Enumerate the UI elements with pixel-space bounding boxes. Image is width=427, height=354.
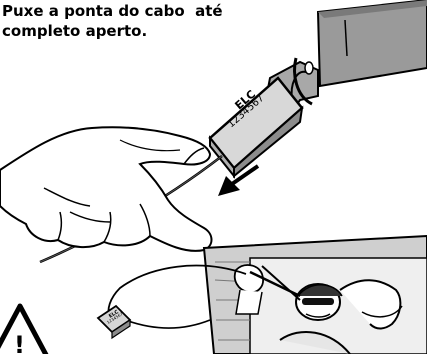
warning-triangle-icon: ! [0,303,49,354]
hand [0,126,213,252]
seal-small: ELC 1234567 [96,304,132,340]
arrow-down-left-icon [218,164,260,196]
warning-symbol: ! [14,331,25,354]
thief-scene [202,234,427,354]
instruction-line-2: completo aperto. [2,22,148,40]
seal-main: ELC 1234567 [208,76,304,179]
instruction-text: Puxe a ponta do cabo até completo aperto… [2,1,262,41]
seal-small-brand: ELC [108,309,120,320]
instruction-line-1: Puxe a ponta do cabo até [2,2,223,20]
